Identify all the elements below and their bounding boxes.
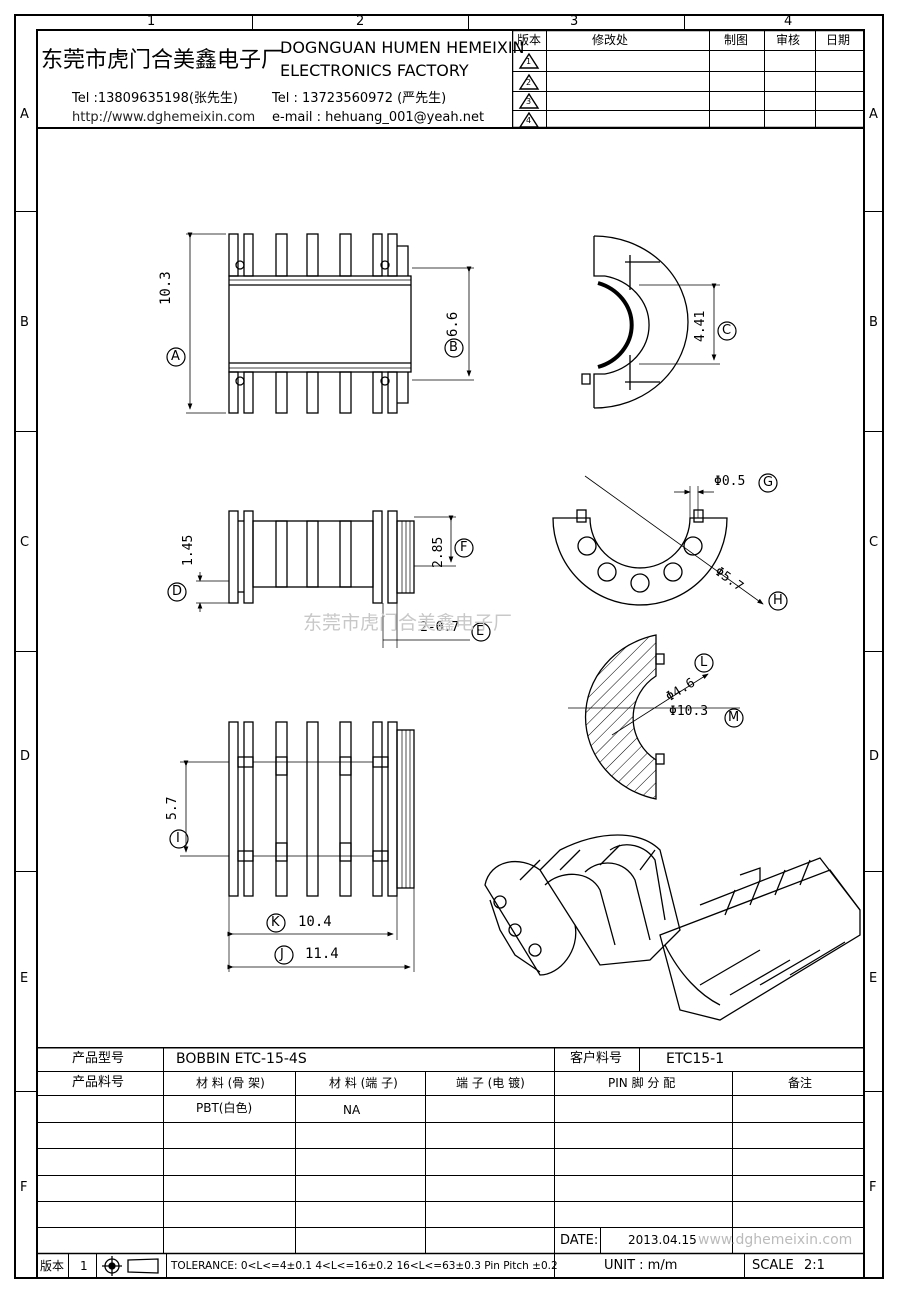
dim-label-K: K: [271, 915, 280, 930]
top-view: [186, 232, 474, 414]
rev-mark-2: 2: [526, 78, 532, 87]
zone-row-C-right: C: [869, 535, 879, 550]
rev-mark-1: 1: [526, 57, 532, 66]
section-view-teeth: [552, 475, 764, 606]
dim-value-M: Φ10.3: [669, 704, 709, 719]
dim-label-M: M: [728, 710, 740, 725]
zone-row-F-left: F: [20, 1180, 28, 1195]
zone-row-F-right: F: [869, 1180, 877, 1195]
hatched-section: [568, 634, 740, 800]
dim-value-K: 10.4: [298, 914, 332, 930]
front-view: [196, 510, 470, 648]
rev-value: 1: [80, 1259, 88, 1273]
zone-row-A-right: A: [869, 107, 878, 122]
material-body-value: PBT(白色): [196, 1101, 253, 1115]
dim-value-B: 6.6: [445, 311, 461, 337]
contact-tel-2: Tel : 13723560972 (严先生): [272, 91, 447, 106]
company-website: http://www.dghemeixin.com: [72, 110, 256, 125]
rev-label: 版本: [40, 1259, 65, 1273]
zone-row-A-left: A: [20, 107, 29, 122]
zone-col-1: 1: [147, 14, 156, 29]
zone-row-D-right: D: [869, 749, 880, 764]
rev-mark-3: 3: [526, 97, 532, 106]
col-material-pin: 材 料 (端 子): [329, 1076, 398, 1090]
date-label: DATE:: [560, 1233, 599, 1248]
zone-row-D-left: D: [20, 749, 31, 764]
url-watermark: www.dghemeixin.com: [698, 1232, 853, 1248]
zone-col-4: 4: [784, 14, 793, 29]
dim-label-E: E: [476, 624, 485, 639]
dim-value-C: 4.41: [693, 310, 708, 342]
rev-header-drawn: 制图: [724, 33, 749, 47]
dim-label-H: H: [773, 593, 783, 608]
dim-label-I: I: [176, 831, 180, 846]
title-block: 产品型号 BOBBIN ETC-15-4S 客户料号 ETC15-1 产品料号 …: [36, 1047, 865, 1279]
zone-col-2: 2: [356, 14, 365, 29]
dim-value-F: 2.85: [431, 536, 446, 568]
rev-mark-4: 4: [526, 116, 532, 125]
end-view-half: [581, 235, 720, 409]
zone-row-E-right: E: [869, 971, 878, 986]
rev-header-change: 修改处: [592, 33, 629, 47]
inner-frame: [36, 29, 865, 1279]
watermark-text: 东莞市虎门合美鑫电子厂: [303, 612, 513, 634]
contact-email: e-mail : hehuang_001@yeah.net: [272, 110, 485, 125]
dim-label-G: G: [763, 475, 774, 490]
unit-text: UNIT : m/m: [604, 1258, 678, 1273]
dim-value-E: 2-0.7: [420, 620, 460, 635]
product-model-label: 产品型号: [72, 1051, 125, 1066]
revision-table: 版本 修改处 制图 审核 日期 1 2 3 4: [512, 30, 865, 128]
scale-value: 2:1: [804, 1258, 825, 1273]
zone-col-3: 3: [570, 14, 579, 29]
rev-header-checked: 审核: [776, 33, 801, 47]
zone-row-B-left: B: [20, 315, 29, 330]
dim-label-L: L: [700, 655, 708, 670]
customer-pn-value: ETC15-1: [666, 1051, 725, 1067]
dim-label-C: C: [722, 323, 732, 338]
col-remark: 备注: [788, 1076, 813, 1090]
company-name-en-line2: ELECTRONICS FACTORY: [280, 61, 469, 80]
zone-row-B-right: B: [869, 315, 878, 330]
product-model-value: BOBBIN ETC-15-4S: [176, 1051, 307, 1067]
dim-label-B: B: [449, 340, 458, 355]
zone-row-C-left: C: [20, 535, 30, 550]
company-name-en-line1: DOGNGUAN HUMEN HEMEIXIN: [280, 38, 525, 57]
tolerance-text: TOLERANCE: 0<L<=4±0.1 4<L<=16±0.2 16<L<=…: [171, 1260, 558, 1272]
col-pin-plating: 端 子 (电 镀): [456, 1076, 525, 1090]
zone-row-E-left: E: [20, 971, 29, 986]
dim-label-F: F: [460, 540, 468, 555]
rev-header-date: 日期: [826, 33, 851, 47]
col-material-body: 材 料 (骨 架): [196, 1076, 265, 1090]
dim-value-J: 11.4: [305, 946, 339, 962]
dim-label-A: A: [171, 349, 180, 364]
date-value: 2013.04.15: [628, 1233, 697, 1247]
bottom-view: [180, 721, 415, 972]
projection-symbol: [102, 1256, 159, 1276]
scale-label: SCALE: [752, 1258, 794, 1273]
dim-value-D: 1.45: [181, 534, 196, 566]
dim-label-J: J: [280, 947, 284, 962]
company-name-cn: 东莞市虎门合美鑫电子厂: [41, 48, 284, 73]
dim-label-D: D: [172, 584, 183, 599]
isometric-view-1: [484, 834, 681, 976]
contact-tel-1: Tel :13809635198(张先生): [72, 91, 238, 106]
isometric-view-2: [659, 857, 861, 1021]
dim-value-I: 5.7: [165, 796, 180, 820]
col-pin-assign: PIN 脚 分 配: [608, 1076, 676, 1090]
dim-value-A: 10.3: [158, 271, 174, 305]
rev-header-version: 版本: [517, 33, 542, 47]
dim-value-G: Φ0.5: [714, 474, 746, 489]
customer-pn-label: 客户料号: [570, 1051, 623, 1066]
product-pn-label: 产品料号: [72, 1075, 125, 1090]
material-pin-value: NA: [343, 1103, 361, 1117]
